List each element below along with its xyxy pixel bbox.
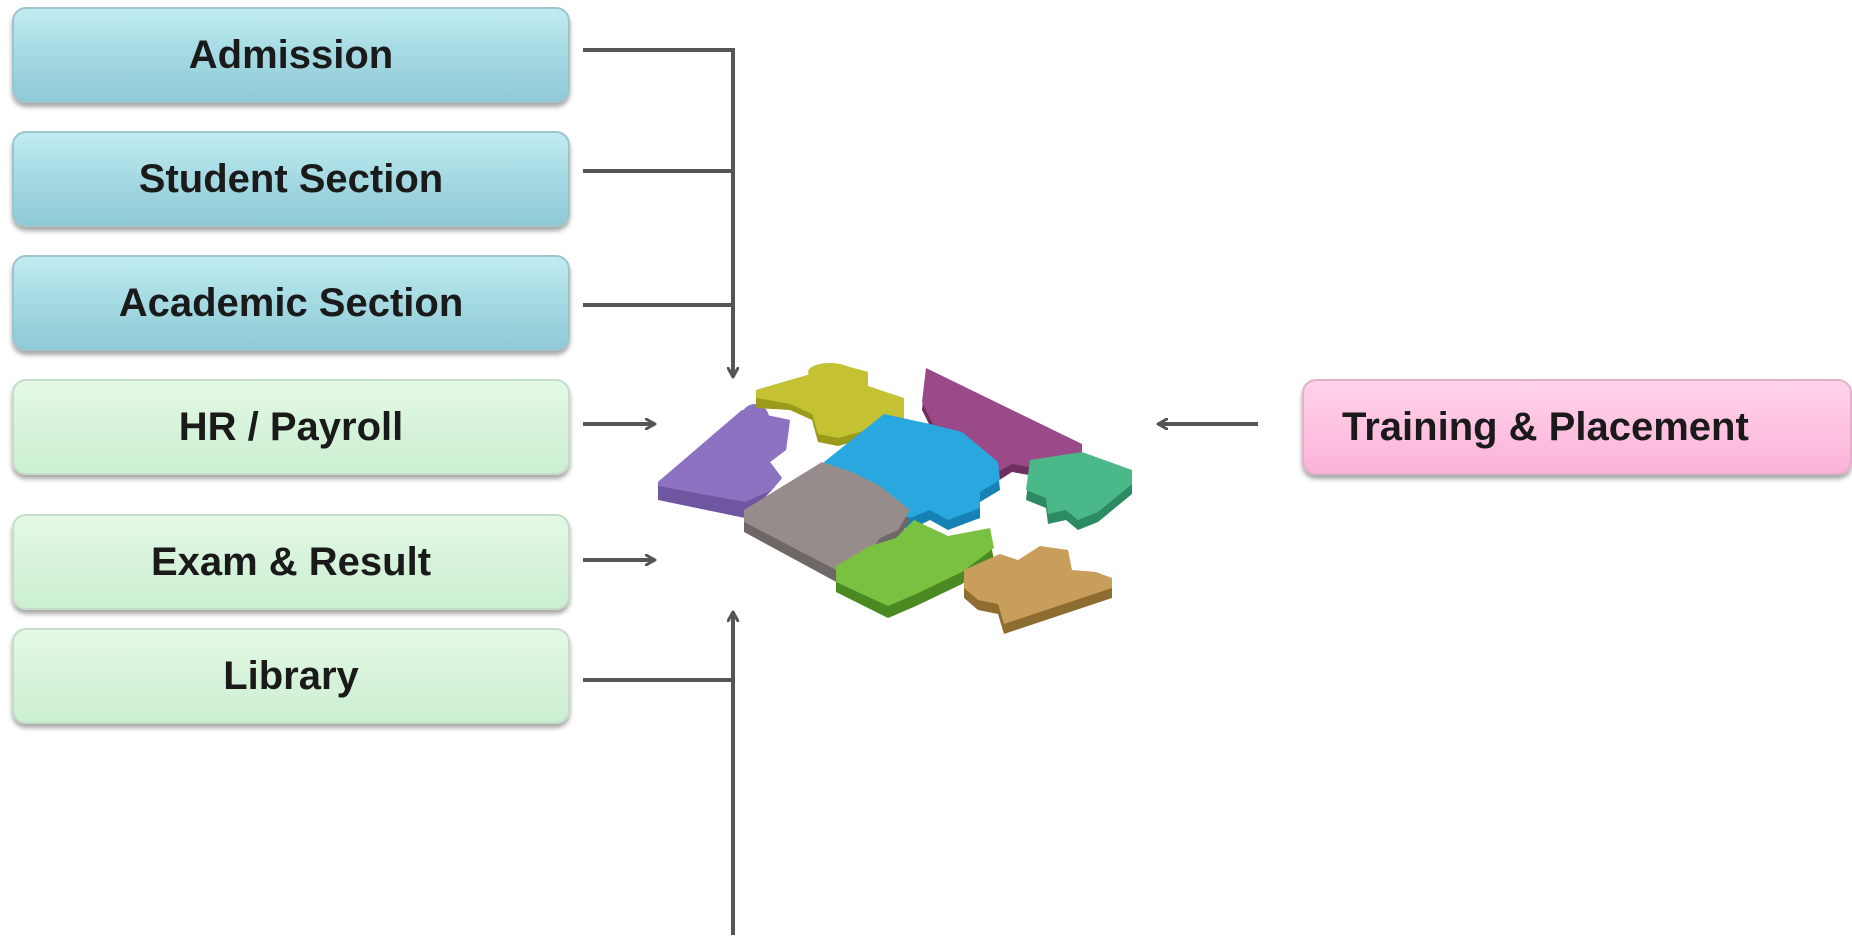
- puzzle-piece-purple: [658, 404, 790, 518]
- module-admission-label: Admission: [188, 32, 394, 77]
- puzzle-piece-green: [836, 520, 994, 618]
- module-exam-result[interactable]: Exam & Result: [12, 514, 570, 610]
- module-hr-payroll[interactable]: HR / Payroll: [12, 379, 570, 475]
- module-student-section[interactable]: Student Section: [12, 131, 570, 227]
- puzzle-piece-teal: [1026, 452, 1132, 530]
- module-academic-section-label: Academic Section: [118, 280, 464, 325]
- module-student-section-label: Student Section: [138, 156, 444, 201]
- module-admission[interactable]: Admission: [12, 7, 570, 103]
- module-library-label: Library: [223, 653, 359, 698]
- module-hr-payroll-label: HR / Payroll: [178, 404, 404, 449]
- module-exam-result-label: Exam & Result: [150, 539, 432, 584]
- module-training-placement[interactable]: Training & Placement: [1302, 379, 1852, 475]
- module-academic-section[interactable]: Academic Section: [12, 255, 570, 351]
- module-training-placement-label: Training & Placement: [1342, 404, 1749, 449]
- puzzle-piece-yellow: [756, 363, 904, 446]
- puzzle-piece-tan: [964, 546, 1112, 634]
- module-library[interactable]: Library: [12, 628, 570, 724]
